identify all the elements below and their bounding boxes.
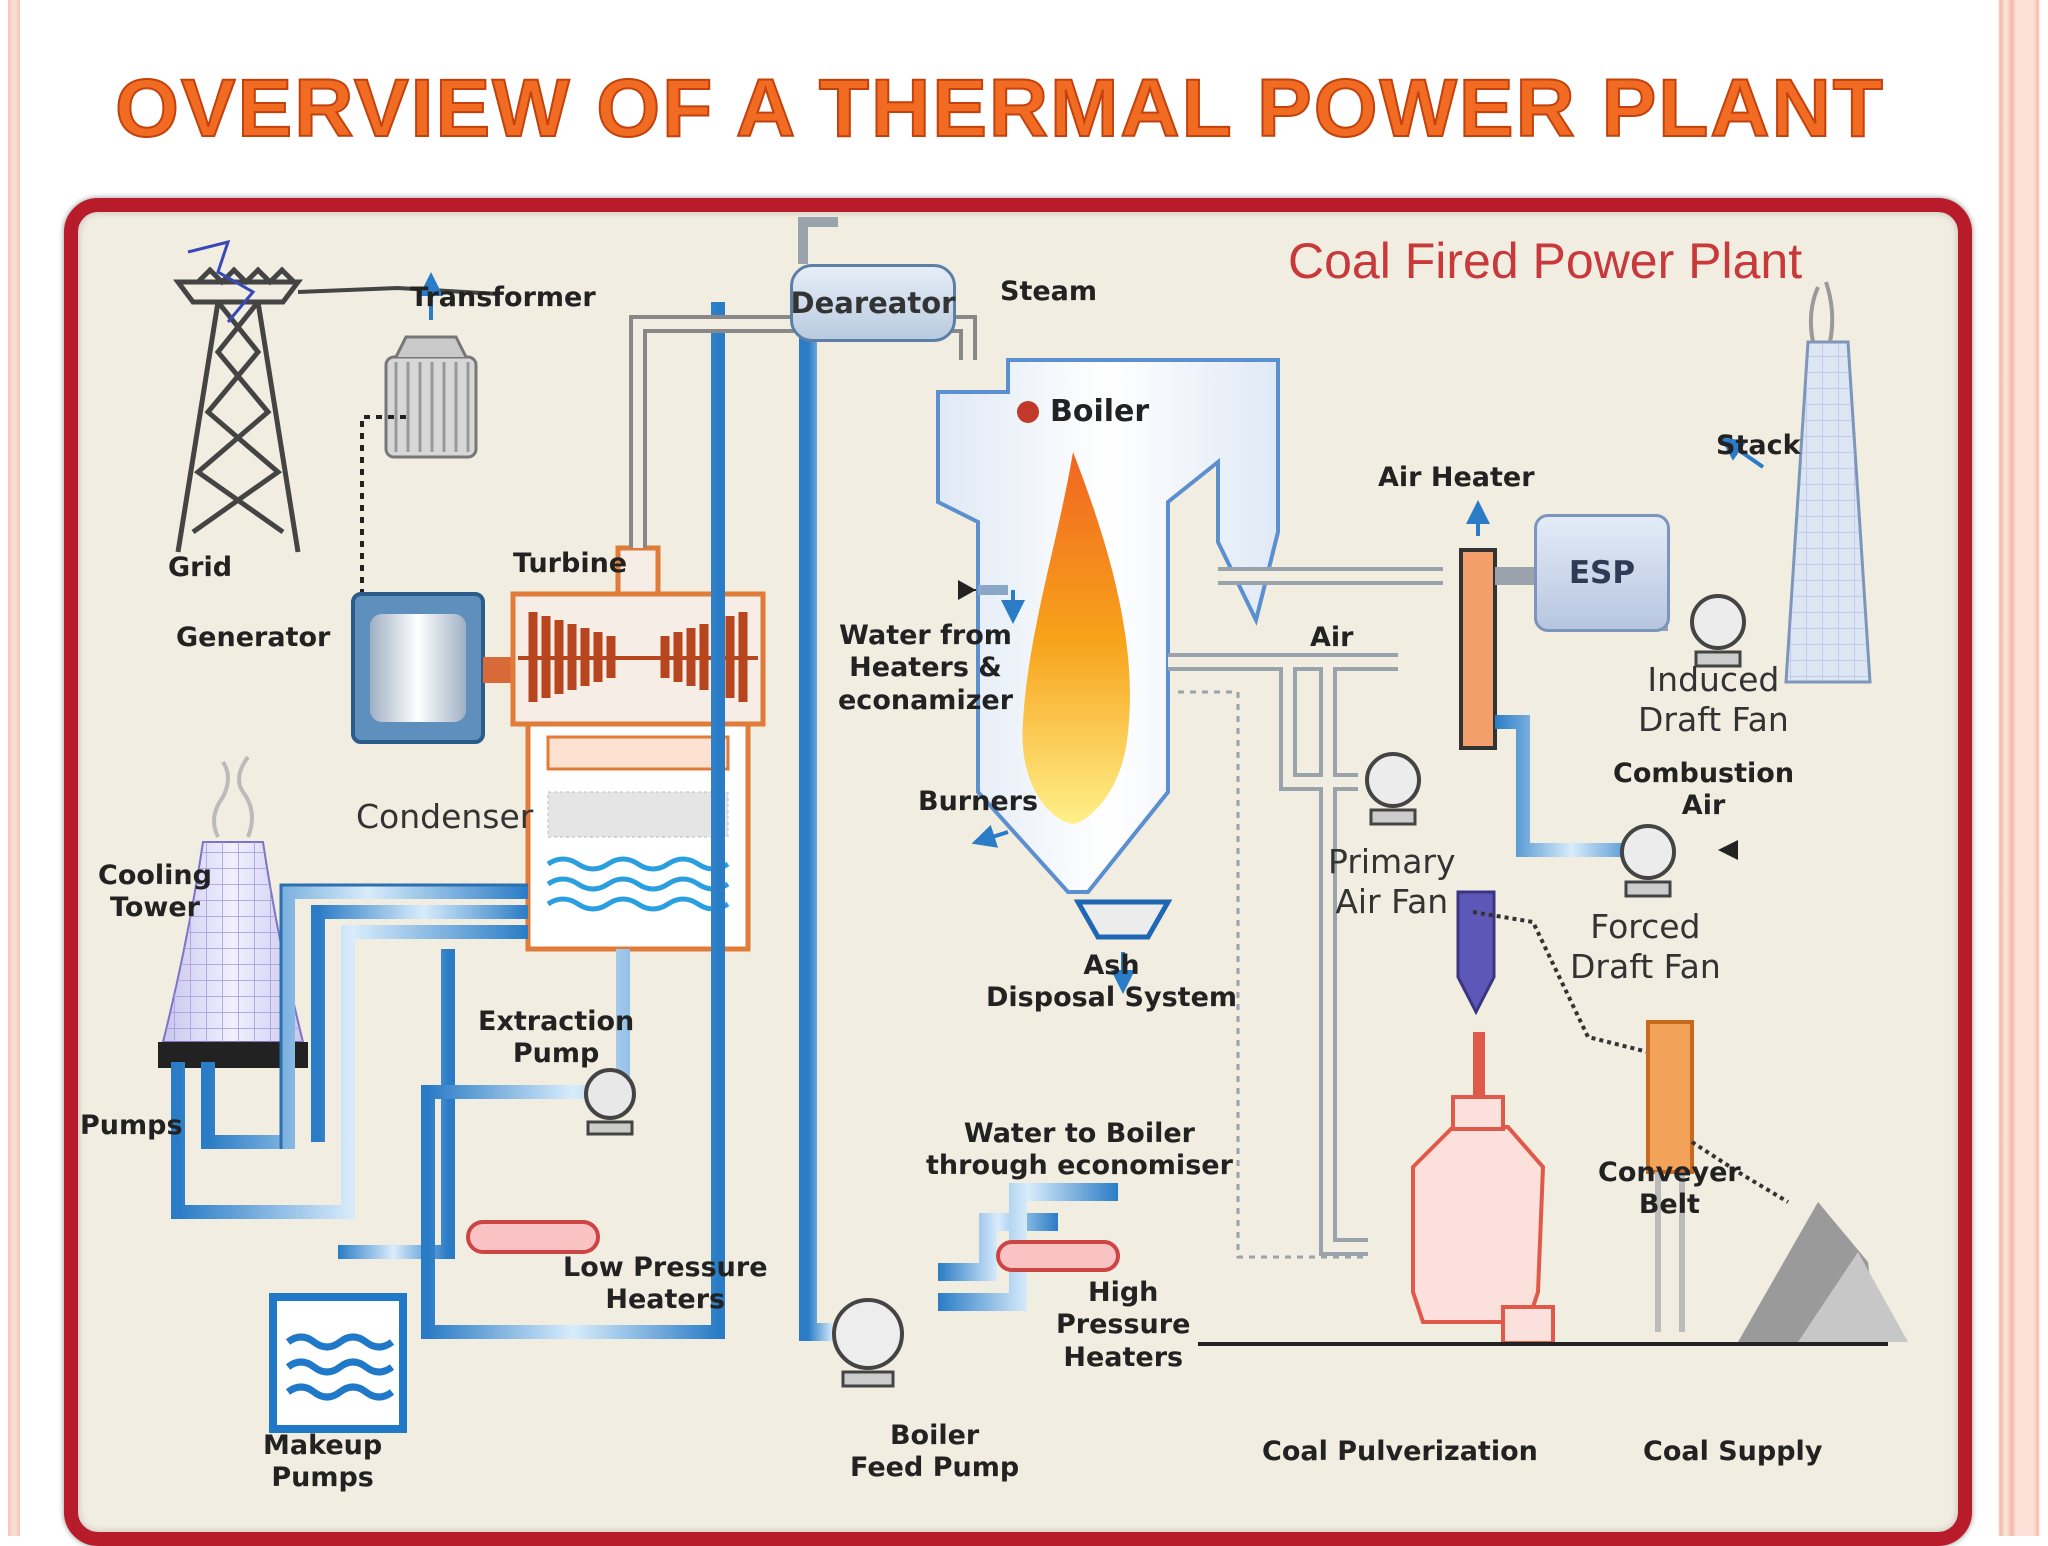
air-heater-label: Air Heater <box>1378 462 1535 493</box>
water-from-heaters-label: Water from Heaters & econamizer <box>838 620 1014 716</box>
low-pressure-heaters-label: Low Pressure Heaters <box>563 1252 768 1316</box>
cooling-water-pipe-outlines <box>279 883 528 1149</box>
coal-pulverizer-icon <box>1411 890 1555 1345</box>
water-to-boiler-label: Water to Boiler through economiser <box>926 1118 1233 1182</box>
boiler-feed-pump-icon <box>832 1298 904 1388</box>
high-pressure-heater-icon <box>996 1240 1120 1272</box>
forced-draft-fan-label: Forced Draft Fan <box>1570 907 1721 986</box>
stack-icon <box>1720 281 1872 684</box>
cooling-tower-icon <box>158 755 308 1068</box>
grid-label: Grid <box>168 552 233 583</box>
steam-label: Steam <box>1000 276 1098 307</box>
combustion-air-label: Combustion Air <box>1613 758 1795 822</box>
diagram-heading: Coal Fired Power Plant <box>1288 233 1803 289</box>
induced-draft-fan-icon <box>1690 594 1746 668</box>
grid-tower-icon <box>173 239 303 553</box>
turbine-label: Turbine <box>513 548 628 579</box>
coal-feed-line <box>1178 690 1368 1259</box>
ash-disposal-label: Ash Disposal System <box>986 950 1238 1014</box>
coal-supply-label: Coal Supply <box>1643 1436 1823 1467</box>
slide-border-right <box>1964 0 2048 1536</box>
power-plant-diagram: Coal Fired Power Plant Deareator ESP Tra… <box>64 198 1972 1546</box>
boiler-label: Boiler <box>1050 394 1150 429</box>
makeup-pumps-label: Makeup Pumps <box>263 1430 383 1494</box>
boiler-icon <box>936 358 1280 994</box>
slide-title: OVERVIEW OF A THERMAL POWER PLANT <box>114 62 1885 155</box>
forced-draft-fan-icon <box>1620 824 1676 898</box>
primary-air-fan-label: Primary Air Fan <box>1328 842 1456 921</box>
cooling-water-pipes <box>171 302 725 1339</box>
air-heater-icon <box>1459 500 1497 750</box>
deareator-vent <box>798 217 838 264</box>
low-pressure-heater-icon <box>466 1220 600 1254</box>
primary-air-fan-icon <box>1365 752 1421 826</box>
stack-label: Stack <box>1716 430 1801 461</box>
conveyer-belt-line <box>1472 910 1649 1054</box>
air-label: Air <box>1310 622 1354 653</box>
condenser-label: Condenser <box>356 797 534 836</box>
transformer-label: Transformer <box>410 282 596 313</box>
induced-draft-fan-label: Induced Draft Fan <box>1638 660 1789 739</box>
burners-label: Burners <box>918 786 1039 817</box>
extraction-pump-label: Extraction Pump <box>478 1006 635 1070</box>
esp-label: ESP <box>1534 514 1670 632</box>
deareator-label: Deareator <box>790 264 956 342</box>
cooling-tower-label: Cooling Tower <box>98 860 212 924</box>
coal-pulverization-label: Coal Pulverization <box>1262 1436 1538 1467</box>
slide-border-left <box>8 0 20 1536</box>
pumps-label: Pumps <box>80 1110 183 1141</box>
conveyer-belt-icon <box>1646 1020 1790 1332</box>
extraction-pump-icon <box>584 1068 636 1136</box>
high-pressure-heaters-label: High Pressure Heaters <box>1056 1277 1191 1373</box>
transformer-icon <box>384 272 478 459</box>
diagram-drawing <box>158 217 1908 1433</box>
coal-pile-icon <box>1738 1202 1908 1342</box>
boiler-feed-pump-label: Boiler Feed Pump <box>850 1420 1020 1484</box>
generator-icon <box>351 592 513 744</box>
makeup-pumps-icon <box>269 1293 407 1433</box>
generator-label: Generator <box>176 622 331 653</box>
conveyer-belt-label: Conveyer Belt <box>1598 1157 1741 1221</box>
grid-wire <box>297 285 499 296</box>
